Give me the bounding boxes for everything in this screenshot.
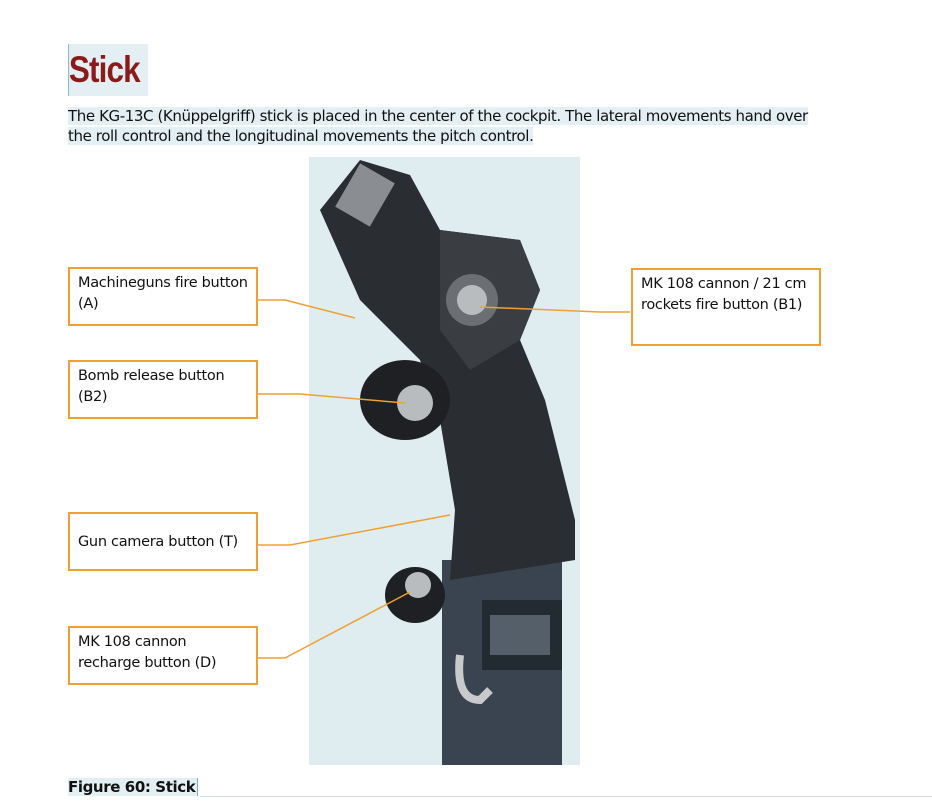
callout-bomb-release-button: Bomb release button (B2) (68, 360, 258, 419)
button-b2 (397, 385, 433, 421)
callout-machineguns-fire-button: Machineguns fire button (A) (68, 267, 258, 326)
stick-grip (320, 160, 575, 580)
figure-caption: Figure 60: Stick (68, 778, 199, 796)
callout-cannon-recharge-button: MK 108 cannon recharge button (D) (68, 626, 258, 685)
button-d (405, 572, 431, 598)
callout-cannon-rockets-fire-button: MK 108 cannon / 21 cm rockets fire butto… (631, 268, 821, 346)
caption-divider (200, 796, 932, 797)
safety-ring (455, 654, 493, 705)
intro-paragraph: The KG-13C (Knüppelgriff) stick is place… (68, 106, 828, 146)
trigger-guard (335, 163, 395, 227)
callout-gun-camera-button: Gun camera button (T) (68, 512, 258, 571)
page-title: Stick (68, 44, 149, 96)
callout-leader-lines (258, 299, 630, 659)
